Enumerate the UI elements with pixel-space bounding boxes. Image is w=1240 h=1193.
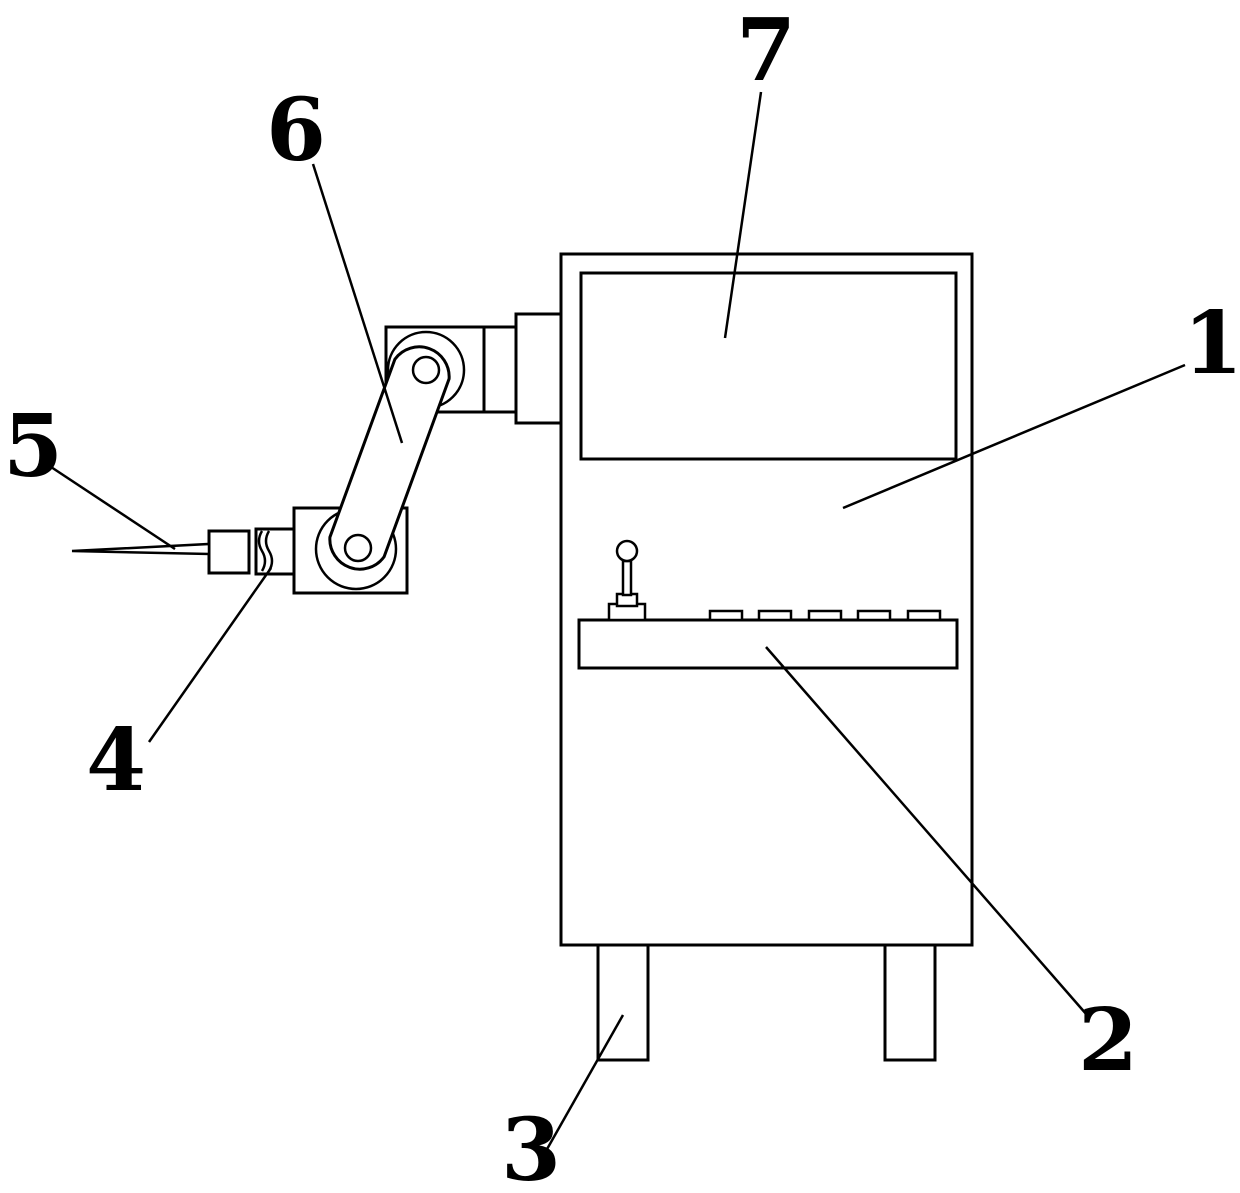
leg-right <box>885 945 935 1060</box>
leg-left <box>598 945 648 1060</box>
blade <box>72 544 209 554</box>
panel-button-4 <box>858 611 890 620</box>
tool-coupling <box>209 529 294 574</box>
lower-pivot-pin <box>345 535 371 561</box>
callout-1: 1 <box>1183 293 1240 394</box>
tool-holder <box>209 531 249 573</box>
leader-4 <box>149 568 271 742</box>
display-screen <box>581 273 956 459</box>
panel-button-3 <box>809 611 841 620</box>
callout-6: 6 <box>266 80 326 181</box>
callout-4: 4 <box>86 710 146 811</box>
arm-mount <box>516 314 561 423</box>
leader-5 <box>45 463 175 549</box>
blade-shape <box>72 544 209 554</box>
callout-2: 2 <box>1078 990 1138 1091</box>
callout-3: 3 <box>501 1100 561 1193</box>
panel-button-5 <box>908 611 940 620</box>
panel-button-2 <box>759 611 791 620</box>
leader-6 <box>313 164 402 443</box>
mechanical-arm <box>294 314 561 593</box>
control-panel-base <box>579 620 957 668</box>
callout-7: 7 <box>736 0 796 101</box>
upper-pivot-pin <box>413 357 439 383</box>
panel-button-1 <box>710 611 742 620</box>
callout-5: 5 <box>3 396 63 497</box>
arm-connector <box>484 327 516 412</box>
